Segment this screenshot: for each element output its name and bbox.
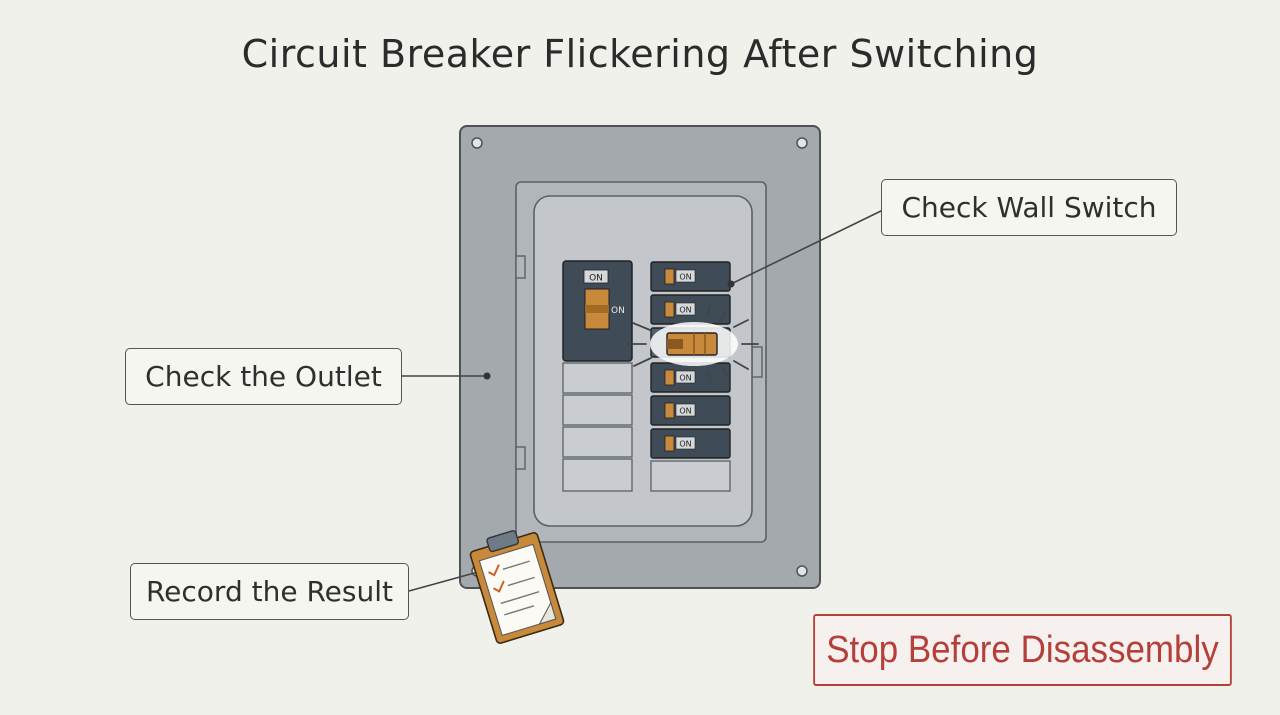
branch-breaker: ON [650, 362, 731, 393]
flicker-spark-icon [627, 305, 759, 383]
record-leader [408, 571, 479, 592]
branch-breaker: ON [650, 428, 731, 459]
outlet-dot [483, 372, 491, 380]
breaker-on-text: ON [679, 440, 691, 449]
door-latch [751, 346, 763, 378]
hinge-top [515, 255, 526, 279]
breaker-on-text: ON [679, 306, 691, 315]
breaker-toggle [664, 301, 675, 318]
clipboard-checklist-icon [469, 530, 565, 644]
right-blank-slot [650, 460, 731, 492]
breaker-on-text: ON [679, 407, 691, 416]
wall-switch-dot [727, 280, 735, 288]
wall-switch-leader [730, 209, 884, 285]
breaker-toggle [664, 435, 675, 452]
main-toggle-grip [585, 305, 609, 313]
branch-breaker: ON [650, 294, 731, 325]
record-result-label: Record the Result [130, 563, 409, 620]
breaker-on-text: ON [679, 374, 691, 383]
stop-warning-label: Stop Before Disassembly [813, 614, 1232, 686]
page-title: Circuit Breaker Flickering After Switchi… [241, 32, 1039, 76]
main-on-text: ON [589, 274, 603, 284]
screw-top-left [471, 137, 483, 149]
breaker-toggle [664, 402, 675, 419]
breaker-toggle [664, 268, 675, 285]
check-wall-switch-label: Check Wall Switch [881, 179, 1177, 236]
screw-top-right [796, 137, 808, 149]
check-outlet-label: Check the Outlet [125, 348, 402, 405]
branch-breaker: ON [650, 261, 731, 292]
main-on-tag [583, 269, 609, 284]
leader-lines [401, 209, 884, 592]
breaker-on-text: ON [679, 273, 691, 282]
hinge-bottom [515, 446, 526, 470]
branch-breaker: ON [650, 395, 731, 426]
left-blank-slots [562, 362, 633, 492]
main-side-on-text: ON [611, 306, 625, 316]
screw-bottom-right [796, 565, 808, 577]
breaker-toggle [664, 369, 675, 386]
